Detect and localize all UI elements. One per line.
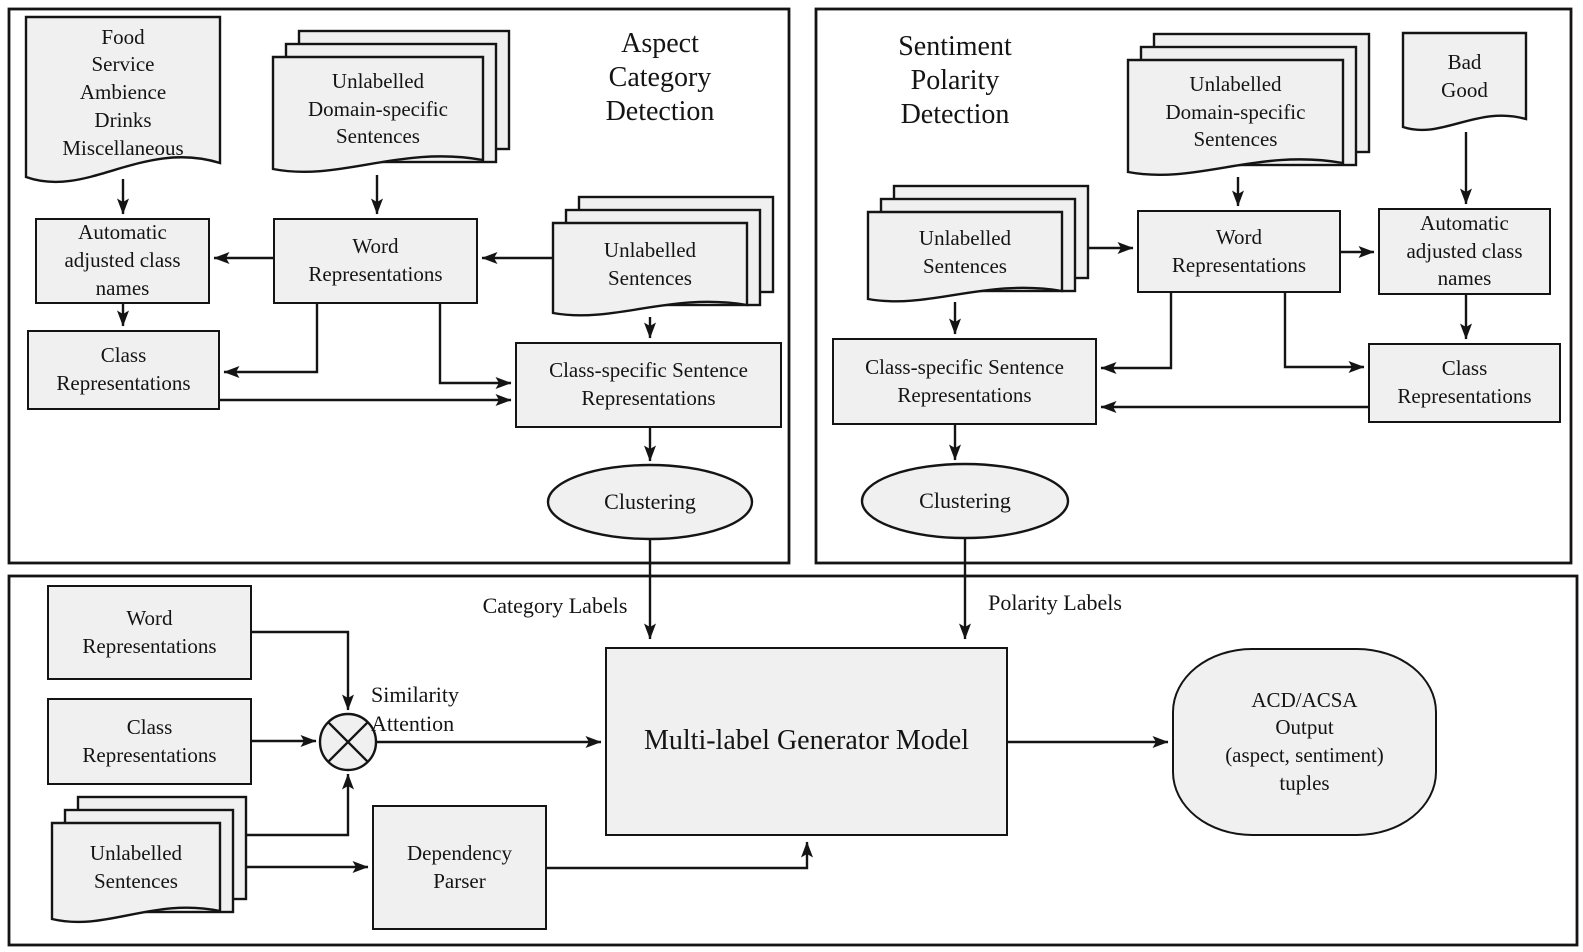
edge-spd-wordrep-to-classrep bbox=[1283, 293, 1365, 373]
polarity-labels-edge-label: Polarity Labels bbox=[988, 590, 1122, 615]
spd-auto-class-names-box: Automatic adjusted class names bbox=[1378, 208, 1551, 295]
spd-class-specific-box: Class-specific Sentence Representations bbox=[832, 338, 1097, 425]
acd-auto-class-names-box: Automatic adjusted class names bbox=[35, 218, 210, 304]
gen-dependency-parser-box: Dependency Parser bbox=[372, 805, 547, 930]
similarity-attention-operator-icon bbox=[318, 712, 378, 772]
acd-class-names-document bbox=[24, 15, 222, 184]
acd-panel-title: Aspect Category Detection bbox=[605, 28, 715, 128]
edge-gen-unlabelled-to-attention bbox=[246, 773, 354, 837]
edge-acd-wordrep-to-classrep bbox=[223, 304, 319, 378]
spd-unlabelled-sentences-document bbox=[866, 210, 1064, 303]
spd-word-representations-box: Word Representations bbox=[1137, 210, 1341, 293]
edge-gen-parser-to-model bbox=[547, 841, 813, 870]
gen-unlabelled-sentences-document bbox=[50, 821, 222, 924]
gen-acd-acsa-output-shape: ACD/ACSA Output (aspect, sentiment) tupl… bbox=[1172, 648, 1437, 836]
acd-clustering-ellipse bbox=[546, 463, 754, 541]
spd-class-representations-box: Class Representations bbox=[1368, 343, 1561, 423]
spd-clustering-ellipse bbox=[860, 462, 1070, 540]
generator-panel-frame bbox=[7, 574, 1579, 947]
acd-panel-frame bbox=[7, 7, 791, 565]
spd-sentiment-names-document bbox=[1401, 31, 1528, 132]
gen-class-representations-box: Class Representations bbox=[47, 698, 252, 785]
similarity-attention-label: Similarity Attention bbox=[371, 682, 459, 736]
acd-domain-sentences-document bbox=[271, 55, 485, 173]
acd-class-representations-box: Class Representations bbox=[27, 330, 220, 410]
spd-domain-sentences-document bbox=[1126, 58, 1345, 176]
edge-acd-wordrep-to-classspecific bbox=[438, 304, 512, 389]
edge-spd-wordrep-to-classspecific bbox=[1100, 293, 1173, 374]
category-labels-edge-label: Category Labels bbox=[482, 593, 628, 618]
spd-panel-frame bbox=[814, 7, 1573, 565]
spd-panel-title: Sentiment Polarity Detection bbox=[898, 31, 1012, 131]
edge-gen-wordrep-to-attention bbox=[252, 630, 354, 711]
gen-word-representations-box: Word Representations bbox=[47, 585, 252, 680]
acd-unlabelled-sentences-document bbox=[551, 221, 749, 317]
acd-word-representations-box: Word Representations bbox=[273, 218, 478, 304]
gen-multilabel-generator-model-box: Multi-label Generator Model bbox=[605, 647, 1008, 836]
acd-class-specific-box: Class-specific Sentence Representations bbox=[515, 342, 782, 428]
